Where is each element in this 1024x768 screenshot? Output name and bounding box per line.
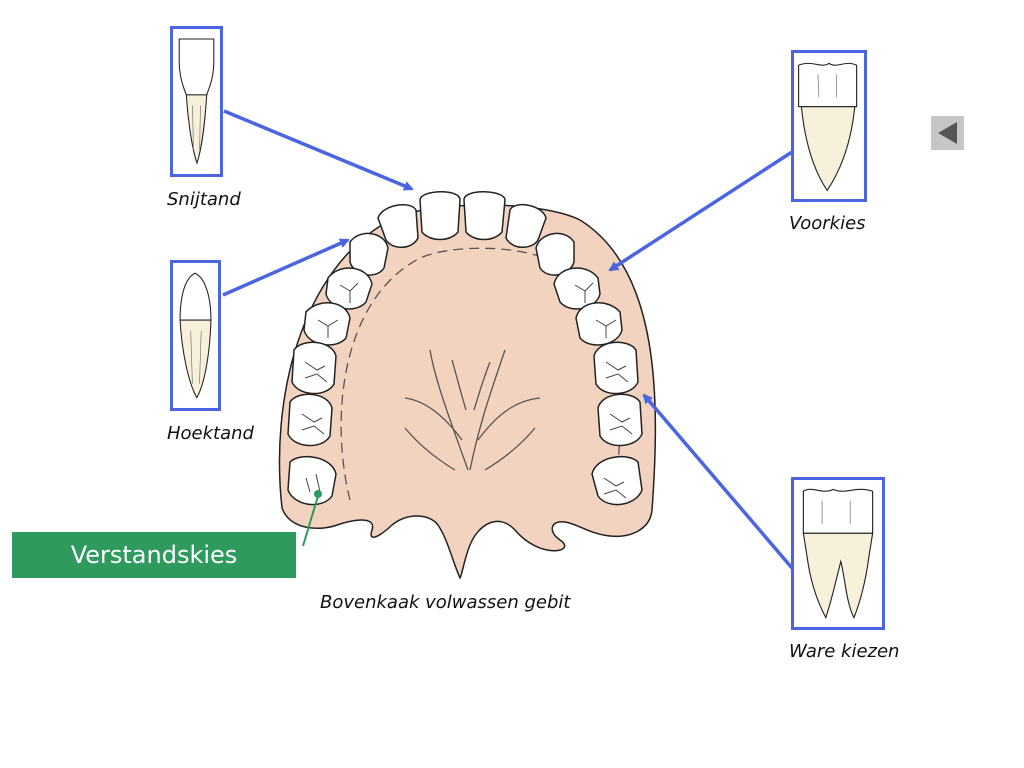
incisor-tooth-icon: [178, 38, 215, 165]
arrow-molar: [642, 393, 794, 570]
premolar-tooth-icon: [798, 62, 858, 192]
wisdom-pointer: [302, 490, 322, 547]
palate-shape: [278, 204, 657, 580]
incisor-label: Snijtand: [167, 189, 241, 210]
molar-image-box: [791, 477, 885, 630]
premolar-image-box: [791, 50, 867, 202]
premolar-label: Voorkies: [789, 213, 866, 234]
triangle-left-icon: [938, 122, 957, 144]
back-button[interactable]: [931, 116, 964, 150]
arrow-incisor: [223, 109, 414, 191]
pointer-arrows: [222, 109, 794, 570]
canine-tooth-icon: [179, 272, 212, 399]
wisdom-tooth-callout: Verstandskies: [12, 532, 296, 578]
arrow-canine: [222, 238, 350, 297]
palatal-folds: [404, 349, 541, 471]
palate-inner-line: [340, 247, 621, 501]
molar-label: Ware kiezen: [789, 641, 900, 662]
diagram-caption: Bovenkaak volwassen gebit: [320, 592, 571, 613]
molar-tooth-icon: [802, 488, 874, 620]
tooth-details: [301, 282, 633, 499]
canine-image-box: [170, 260, 221, 411]
incisor-image-box: [170, 26, 223, 177]
arrow-premolar: [608, 150, 793, 272]
canine-label: Hoektand: [167, 423, 254, 444]
teeth-arch: [287, 191, 643, 506]
